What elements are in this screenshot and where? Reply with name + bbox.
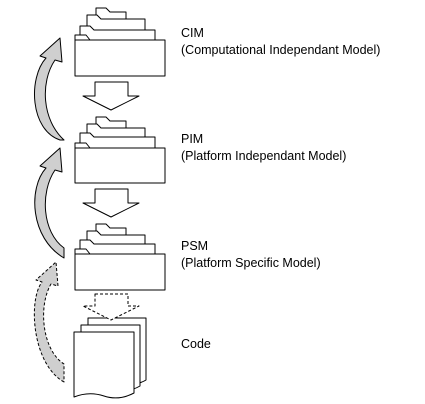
psm-folder-stack-icon — [74, 223, 166, 291]
pim-to-psm-arrow — [82, 188, 140, 218]
code-name: Code — [181, 337, 211, 351]
cim-subtitle: (Computational Independant Model) — [181, 43, 381, 57]
pim-name: PIM — [181, 132, 204, 146]
code-label: Code — [181, 336, 211, 353]
pim-subtitle: (Platform Independant Model) — [181, 149, 347, 163]
pim-folder-stack-icon — [74, 116, 166, 184]
pim-to-cim-feedback-arrow — [34, 37, 65, 141]
cim-name: CIM — [181, 26, 204, 40]
psm-name: PSM — [181, 239, 209, 253]
code-document-stack-icon — [73, 317, 147, 399]
cim-label: CIM (Computational Independant Model) — [181, 25, 380, 59]
psm-to-code-arrow — [82, 293, 140, 321]
psm-label: PSM (Platform Specific Model) — [181, 238, 321, 272]
pim-label: PIM (Platform Independant Model) — [181, 131, 346, 165]
psm-subtitle: (Platform Specific Model) — [181, 256, 321, 270]
code-to-psm-feedback-arrow — [33, 261, 65, 383]
cim-to-pim-arrow — [82, 81, 140, 111]
psm-to-pim-feedback-arrow — [34, 147, 65, 259]
cim-folder-stack-icon — [74, 7, 166, 77]
